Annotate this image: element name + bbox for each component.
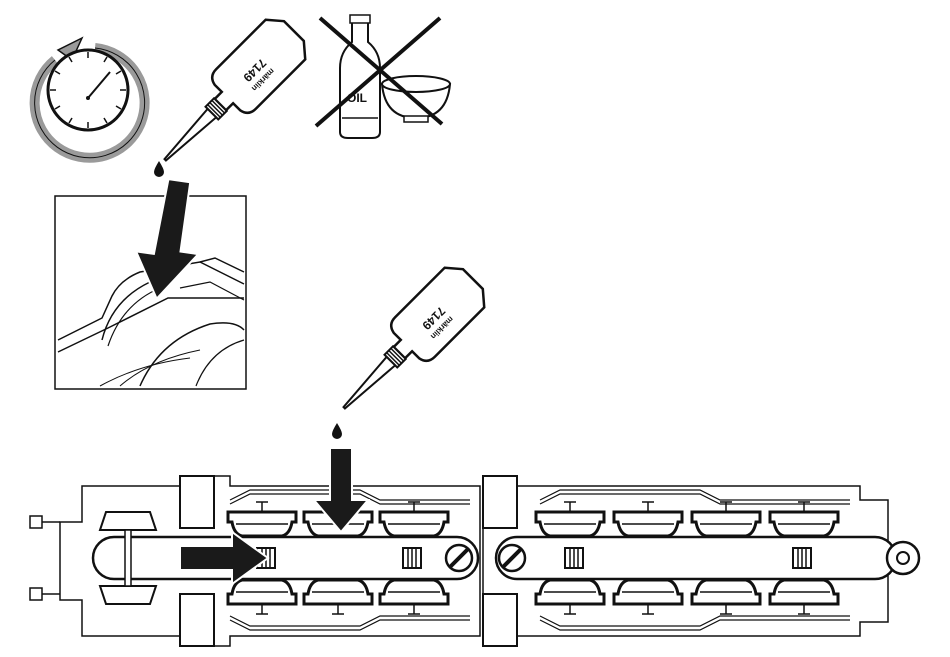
oil-bottle-icon: 7149 märklin (145, 11, 313, 179)
oil-bottle-icon: 7149 märklin (324, 259, 492, 427)
bogie-chassis (30, 476, 919, 646)
detail-inset (55, 176, 246, 389)
stopwatch-cycle-icon (35, 38, 145, 158)
no-oil-prohibited-icon: OIL (316, 15, 450, 138)
oil-drop-icon (154, 161, 164, 177)
screw-icon (446, 545, 472, 571)
oil-drop-icon (332, 423, 342, 439)
screw-icon (499, 545, 525, 571)
